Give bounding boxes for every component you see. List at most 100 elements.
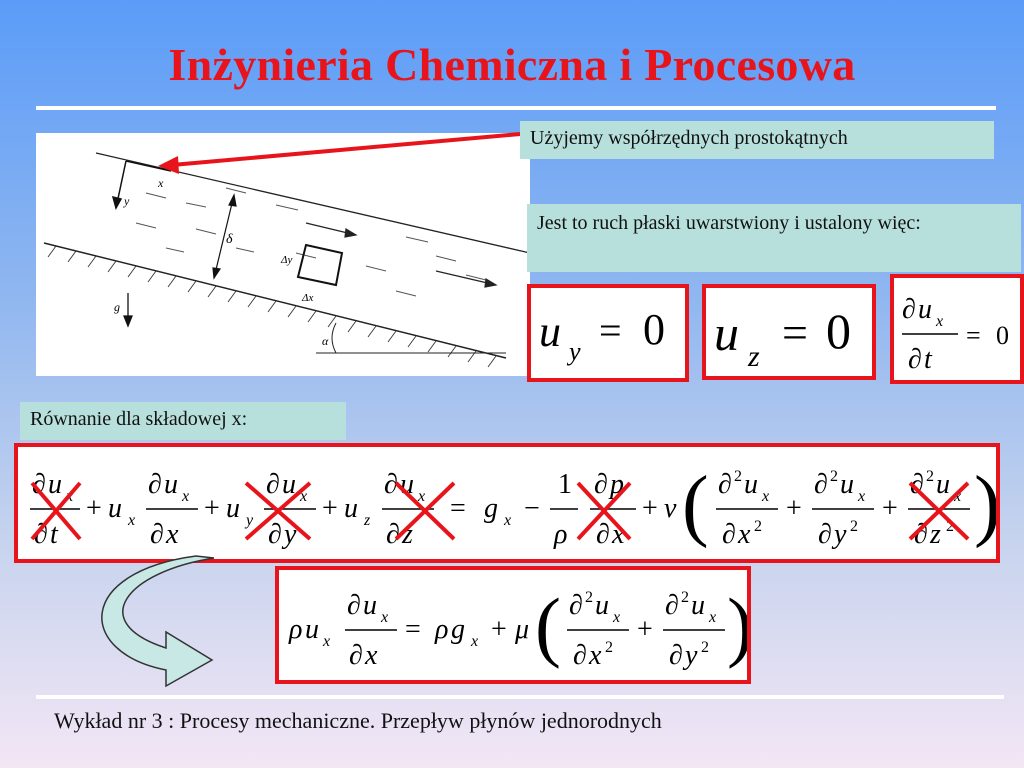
svg-text:0: 0 (996, 321, 1009, 350)
svg-text:u: u (108, 493, 122, 524)
svg-text:∂: ∂ (596, 519, 610, 550)
svg-text:∂: ∂ (814, 469, 828, 500)
condition-uz-zero: u z = 0 (702, 284, 876, 380)
axis-x-label: x (157, 176, 164, 190)
svg-text:=: = (782, 307, 808, 358)
svg-text:x: x (612, 609, 620, 626)
svg-text:−: − (524, 493, 540, 524)
svg-text:∂: ∂ (669, 640, 683, 671)
svg-text:u: u (840, 469, 854, 500)
svg-text:+: + (204, 493, 220, 524)
svg-text:x: x (470, 633, 478, 650)
inclined-flow-diagram: x y δ Δy Δx g α (36, 133, 531, 376)
axis-y-label: y (123, 194, 130, 208)
flow-arrows (305, 222, 498, 288)
svg-text:∂: ∂ (150, 519, 164, 550)
gravity-arrow (123, 293, 133, 328)
callout-flow-type: Jest to ruch płaski uwarstwiony i ustalo… (527, 204, 1021, 272)
svg-text:g: g (451, 614, 465, 645)
svg-text:ν: ν (664, 493, 677, 524)
svg-text:u: u (539, 307, 561, 356)
callout-x-component: Równanie dla składowej x: (20, 402, 346, 440)
svg-text:x: x (737, 519, 751, 550)
svg-text:): ) (974, 461, 996, 549)
svg-text:∂: ∂ (665, 590, 679, 621)
svg-text:y: y (566, 337, 581, 366)
condition-dudt-zero: ∂ u x ∂ t = 0 (890, 274, 1024, 384)
svg-text:∂: ∂ (594, 469, 608, 500)
dudt-eq-svg: ∂ u x ∂ t = 0 (902, 294, 1009, 375)
svg-text:2: 2 (830, 468, 838, 485)
svg-text:0: 0 (826, 303, 851, 359)
svg-text:∂: ∂ (384, 469, 398, 500)
svg-text:t: t (924, 344, 933, 375)
svg-text:y: y (244, 512, 254, 529)
svg-text:=: = (450, 493, 466, 524)
svg-text:∂: ∂ (349, 640, 363, 671)
svg-text:x: x (857, 488, 865, 505)
svg-text:z: z (929, 519, 941, 550)
svg-text:z: z (363, 512, 371, 529)
condition-uy-zero: u y = 0 (527, 284, 689, 382)
svg-text:+: + (637, 614, 653, 645)
svg-text:x: x (380, 609, 388, 626)
svg-text:): ) (727, 582, 747, 669)
svg-text:x: x (322, 633, 330, 650)
svg-text:x: x (935, 313, 943, 330)
svg-text:x: x (181, 488, 189, 505)
svg-text:∂: ∂ (268, 519, 282, 550)
svg-text:ρ: ρ (434, 614, 448, 645)
slide-title: Inżynieria Chemiczna i Procesowa (168, 39, 856, 90)
lecture-footer: Wykład nr 3 : Procesy mechaniczne. Przep… (54, 708, 662, 733)
svg-text:=: = (599, 308, 622, 353)
svg-text:x: x (364, 640, 378, 671)
top-divider (36, 106, 996, 110)
svg-text:u: u (226, 493, 240, 524)
svg-text:u: u (363, 590, 377, 621)
svg-text:2: 2 (585, 589, 593, 606)
svg-text:+: + (786, 493, 802, 524)
svg-text:∂: ∂ (569, 590, 583, 621)
svg-text:∂: ∂ (573, 640, 587, 671)
svg-text:u: u (48, 469, 62, 500)
svg-text:u: u (918, 294, 932, 325)
svg-text:(: ( (535, 582, 561, 669)
svg-text:1: 1 (558, 469, 572, 500)
uz-eq-svg: u z = 0 (714, 303, 851, 373)
svg-text:u: u (744, 469, 758, 500)
alpha-label: α (322, 334, 329, 348)
delta-label: δ (226, 232, 233, 247)
svg-text:x: x (761, 488, 769, 505)
svg-text:2: 2 (734, 468, 742, 485)
svg-text:x: x (127, 512, 135, 529)
svg-text:∂: ∂ (148, 469, 162, 500)
svg-text:y: y (831, 519, 847, 550)
strike-crosses (30, 481, 970, 541)
svg-text:+: + (882, 493, 898, 524)
svg-text:=: = (966, 321, 981, 350)
svg-text:x: x (588, 640, 602, 671)
svg-text:2: 2 (850, 518, 858, 535)
svg-text:2: 2 (754, 518, 762, 535)
fluid-element (296, 243, 344, 287)
navier-stokes-x-equation: ∂ux ∂t +ux ∂ux ∂x +uy ∂ux ∂y +uz ∂ux ∂z … (14, 443, 1000, 563)
svg-text:∂: ∂ (722, 519, 736, 550)
svg-text:x: x (708, 609, 716, 626)
svg-text:u: u (714, 305, 739, 361)
svg-text:x: x (165, 519, 179, 550)
svg-text:ρ: ρ (553, 519, 567, 550)
svg-text:∂: ∂ (386, 519, 400, 550)
svg-text:2: 2 (605, 639, 613, 656)
svg-text:2: 2 (926, 468, 934, 485)
svg-text:x: x (503, 512, 511, 529)
svg-text:μ: μ (514, 614, 529, 645)
svg-text:∂: ∂ (908, 344, 922, 375)
dx-label: Δx (301, 292, 313, 304)
svg-text:+: + (322, 493, 338, 524)
svg-text:(: ( (682, 461, 709, 549)
svg-text:t: t (50, 519, 59, 550)
svg-text:u: u (595, 590, 609, 621)
svg-text:=: = (405, 614, 421, 645)
svg-text:0: 0 (643, 305, 665, 354)
